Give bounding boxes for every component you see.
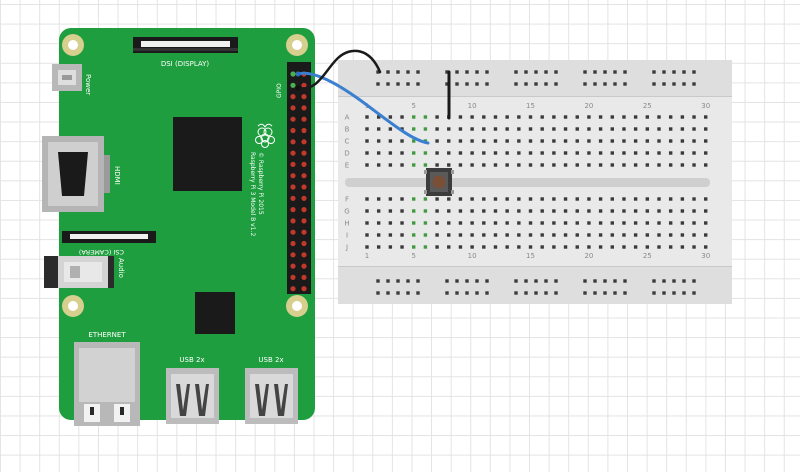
dsi-label: DSI (DISPLAY): [161, 60, 210, 68]
audio-label: Audio: [117, 258, 125, 278]
svg-text:10: 10: [468, 102, 477, 110]
svg-text:30: 30: [701, 252, 710, 260]
svg-text:5: 5: [411, 252, 415, 260]
raspberry-logo-icon: [255, 123, 275, 148]
breadboard-holes: [365, 70, 708, 295]
audio-jack: [44, 256, 114, 288]
raspberry-pi-board: DSI (DISPLAY) Power HDMI CSI (CAMERA): [42, 28, 315, 426]
usb-port-2: [245, 368, 298, 424]
lan-chip: [195, 292, 235, 334]
svg-text:C: C: [345, 138, 350, 146]
svg-text:G: G: [344, 208, 349, 216]
svg-text:J: J: [345, 244, 348, 252]
svg-text:15: 15: [526, 252, 535, 260]
svg-text:A: A: [345, 114, 350, 122]
center-channel: [345, 178, 710, 187]
power-connector: [52, 64, 82, 91]
svg-text:F: F: [345, 196, 349, 204]
push-button: [424, 168, 454, 196]
soc-chip: [173, 117, 242, 191]
svg-text:20: 20: [584, 252, 593, 260]
svg-text:30: 30: [701, 102, 710, 110]
svg-text:D: D: [344, 150, 349, 158]
ethernet-label: ETHERNET: [88, 331, 126, 339]
csi-connector: [62, 231, 156, 243]
svg-text:10: 10: [468, 252, 477, 260]
pi-pcb: [59, 28, 315, 420]
svg-text:H: H: [344, 220, 349, 228]
wires: [295, 49, 451, 145]
hdmi-label: HDMI: [113, 166, 121, 185]
usb-port-1: [166, 368, 219, 424]
dsi-connector: [133, 37, 238, 53]
gpio-label: GPIO: [276, 83, 283, 98]
svg-text:E: E: [345, 162, 349, 170]
svg-text:20: 20: [584, 102, 593, 110]
ethernet-port: [74, 342, 140, 426]
csi-label: CSI (CAMERA): [79, 248, 124, 256]
svg-text:15: 15: [526, 102, 535, 110]
svg-text:1: 1: [365, 252, 369, 260]
power-label: Power: [84, 74, 92, 95]
svg-text:5: 5: [411, 102, 415, 110]
usb1-label: USB 2x: [179, 356, 204, 364]
copyright-label: © Raspberry Pi 2015: [257, 152, 264, 215]
model-label: Raspberry Pi 3 Model B v1.2: [249, 152, 256, 236]
blue-wire: [296, 71, 430, 145]
gpio-header: [287, 62, 311, 294]
svg-text:I: I: [346, 232, 348, 240]
svg-text:25: 25: [643, 252, 652, 260]
svg-text:B: B: [345, 126, 350, 134]
usb2-label: USB 2x: [258, 356, 283, 364]
svg-text:25: 25: [643, 102, 652, 110]
hdmi-connector: [42, 136, 110, 212]
black-wire-gpio: [296, 49, 382, 90]
mounting-holes: [62, 34, 308, 317]
